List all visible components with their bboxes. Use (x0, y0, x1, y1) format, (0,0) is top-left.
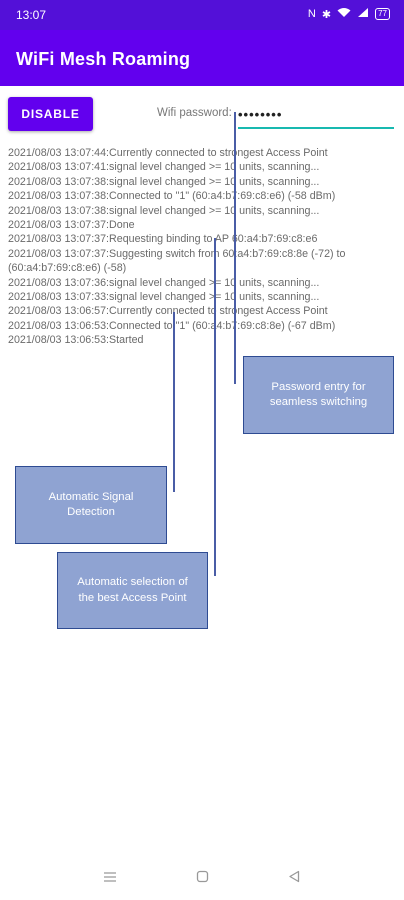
log-line: 2021/08/03 13:07:38:Connected to "1" (60… (8, 190, 336, 203)
log-line: 2021/08/03 13:07:37:Suggesting switch fr… (8, 247, 349, 275)
callout-best-ap-selection: Automatic selection of the best Access P… (57, 552, 208, 629)
log-line: 2021/08/03 13:07:38:signal level changed… (8, 175, 320, 188)
callout-password: Password entry for seamless switching (243, 356, 394, 434)
log-line: 2021/08/03 13:07:41:signal level changed… (8, 161, 320, 174)
wifi-password-input[interactable] (238, 101, 394, 129)
bluetooth-icon: ✱ (321, 8, 332, 21)
log-line: 2021/08/03 13:07:37:Requesting binding t… (8, 233, 318, 246)
navigation-bar (0, 858, 404, 900)
callout-connector-selection (214, 238, 216, 576)
signal-icon (357, 7, 369, 21)
status-icons: N ✱ 77 (308, 7, 390, 21)
log-line: 2021/08/03 13:06:53:Started (8, 334, 144, 347)
log-line: 2021/08/03 13:07:38:signal level changed… (8, 204, 320, 217)
app-title: WiFi Mesh Roaming (16, 49, 191, 69)
wifi-password-label: Wifi password: (157, 107, 232, 119)
battery-icon: 77 (375, 8, 390, 20)
callout-connector-password (234, 112, 236, 384)
status-bar: 13:07 N ✱ 77 (0, 0, 404, 30)
callout-signal-detection: Automatic Signal Detection (15, 466, 167, 544)
status-time: 13:07 (16, 8, 47, 22)
wifi-icon (337, 7, 351, 21)
log-line: 2021/08/03 13:07:44:Currently connected … (8, 147, 328, 159)
callout-connector-signal (173, 312, 175, 492)
log-line: 2021/08/03 13:07:36:signal level changed… (8, 276, 320, 289)
log-line: 2021/08/03 13:06:53:Connected to "1" (60… (8, 319, 336, 332)
app-bar: WiFi Mesh Roaming (0, 30, 404, 86)
log-line: 2021/08/03 13:06:57:Currently connected … (8, 305, 328, 318)
log-line: 2021/08/03 13:07:33:signal level changed… (8, 291, 320, 304)
nfc-icon: N (307, 8, 316, 20)
disable-button[interactable]: DISABLE (8, 97, 93, 131)
log-line: 2021/08/03 13:07:37:Done (8, 219, 135, 232)
back-icon[interactable] (288, 870, 300, 886)
menu-icon[interactable] (103, 870, 117, 886)
home-icon[interactable] (196, 870, 209, 886)
log-output: 2021/08/03 13:07:44:Currently connected … (8, 146, 400, 348)
